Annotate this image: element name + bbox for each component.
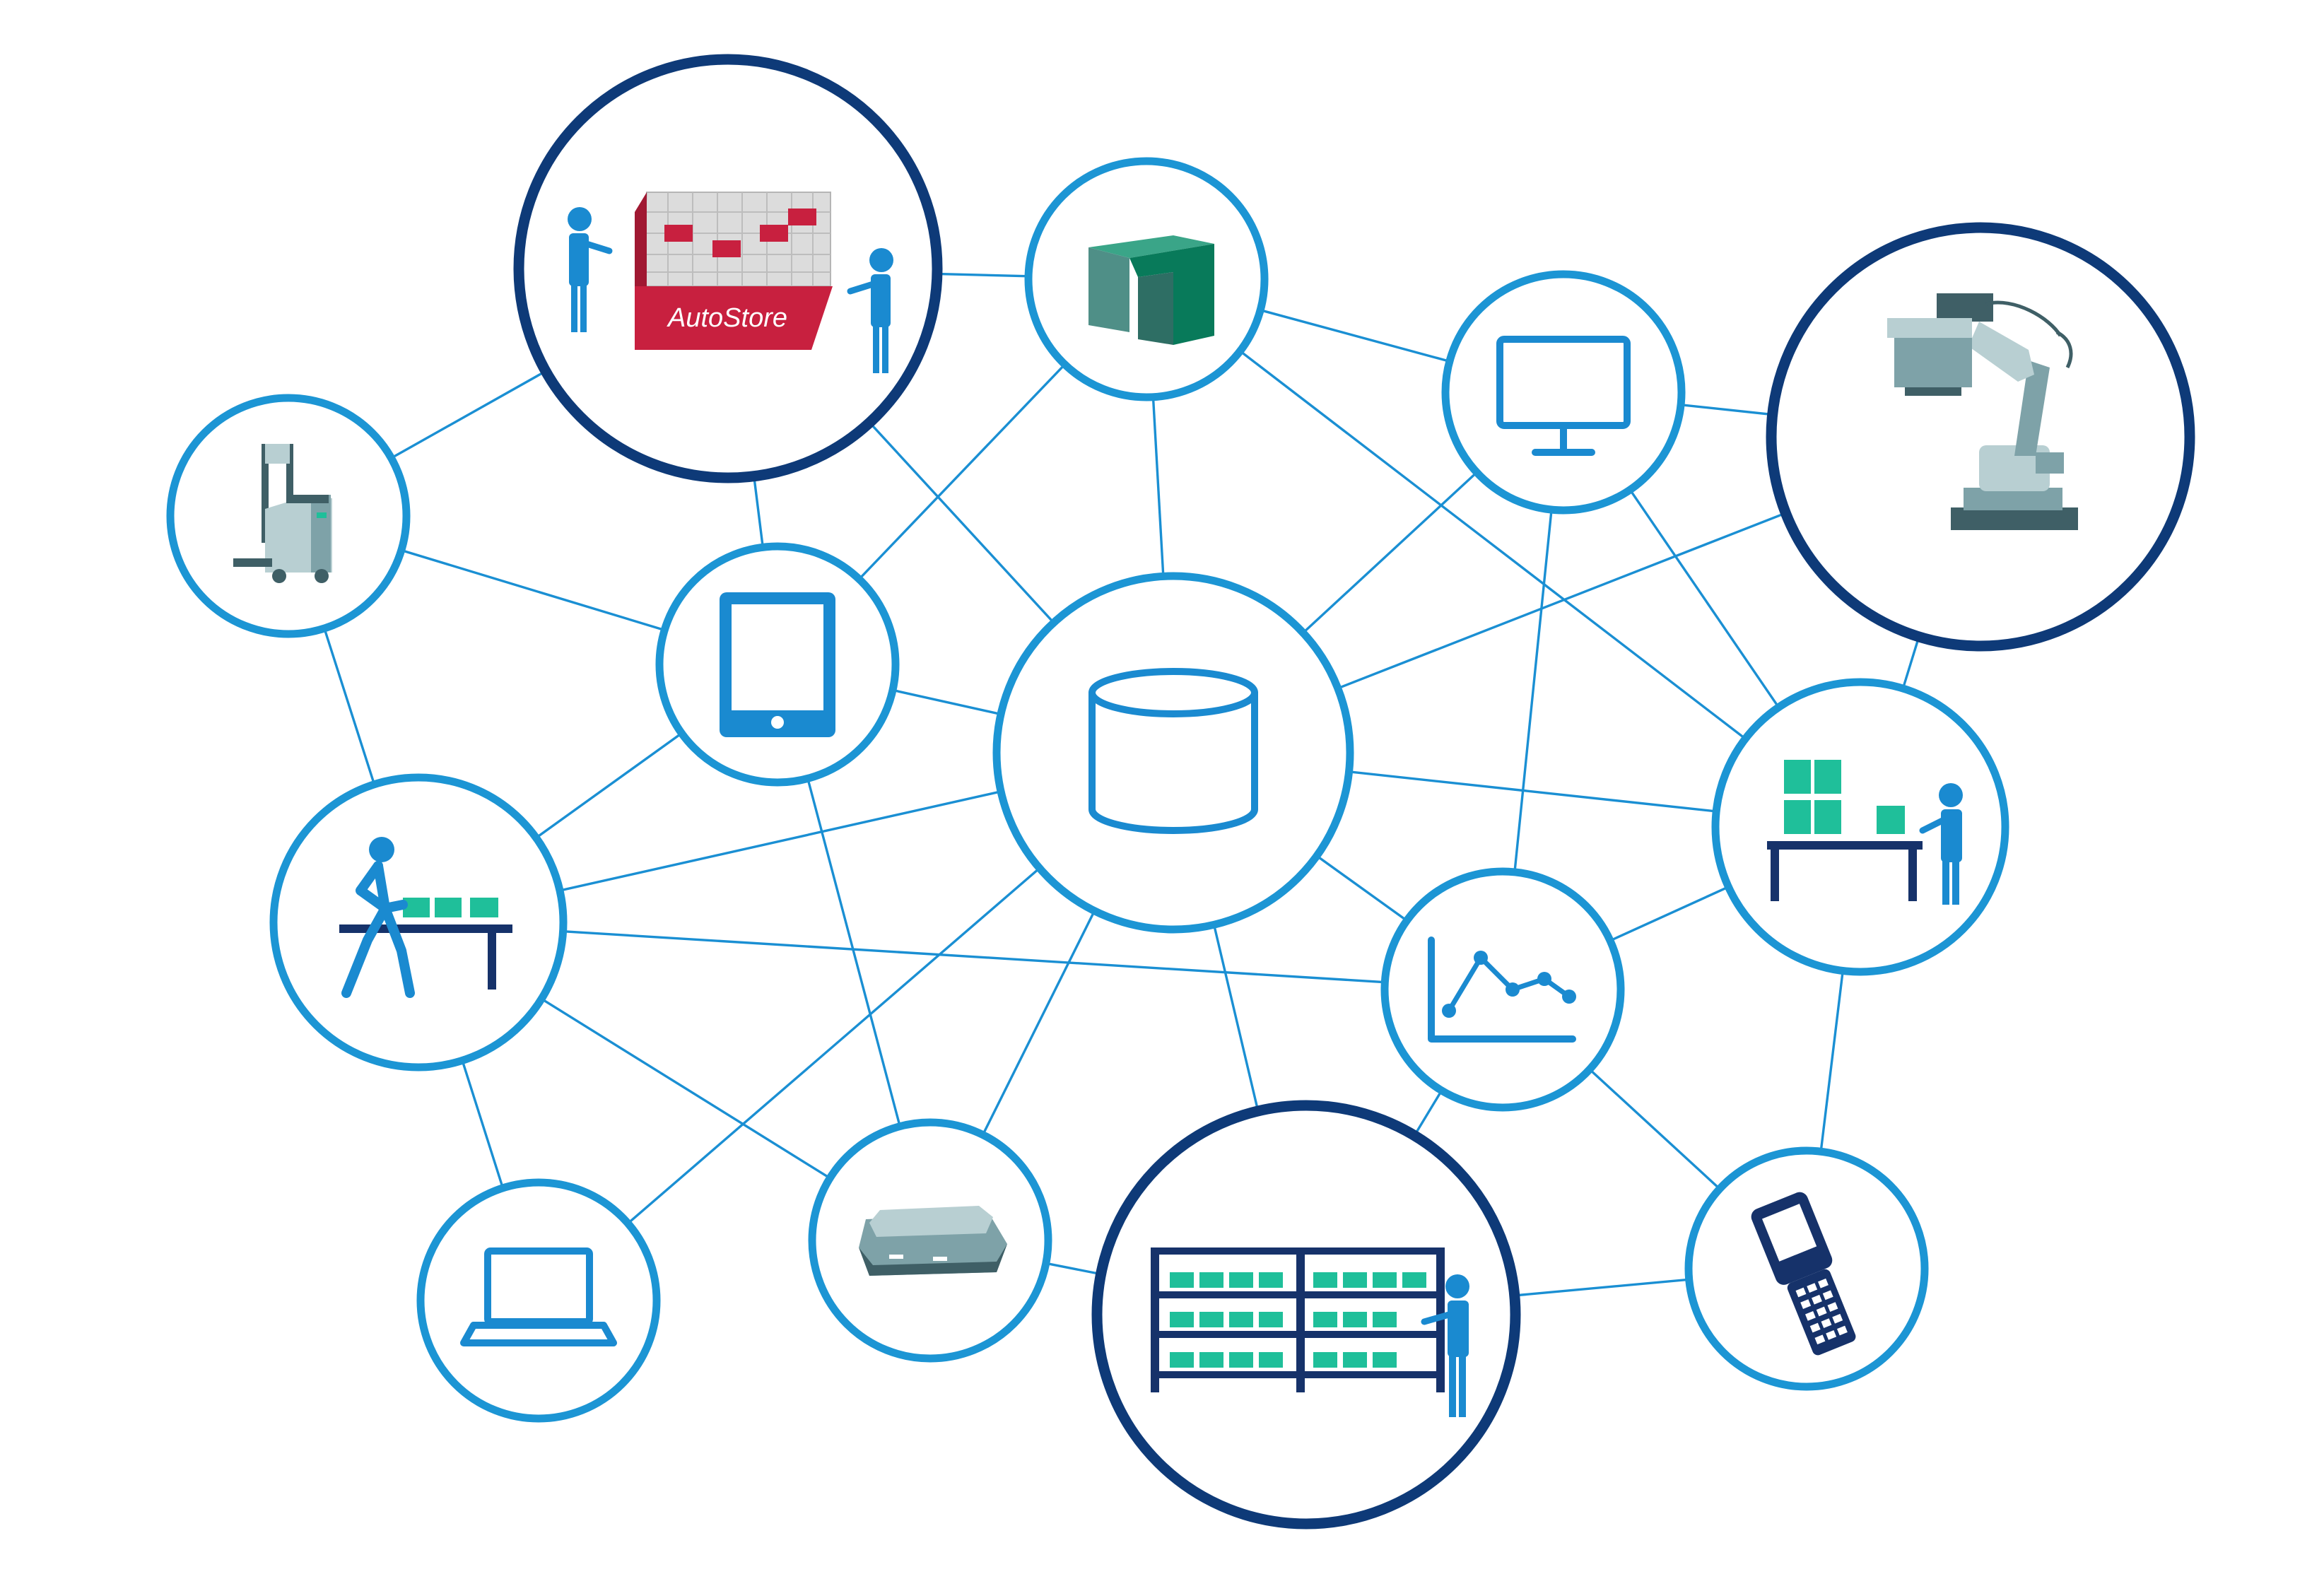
node-tablet[interactable] <box>655 542 900 787</box>
port-station-icon <box>1088 235 1214 345</box>
node-shelving[interactable] <box>1091 1100 1521 1530</box>
node-robot-arm[interactable] <box>1766 222 2195 652</box>
shelving-icon <box>1151 1247 1469 1417</box>
worker-right-icon <box>847 248 893 373</box>
laptop-icon <box>460 1247 617 1346</box>
autostore-grid-icon: AutoStore <box>568 192 893 373</box>
database-icon <box>1088 668 1258 834</box>
node-autostore[interactable]: AutoStore <box>513 54 943 483</box>
node-analytics[interactable] <box>1380 867 1625 1112</box>
node-monitor[interactable] <box>1441 270 1686 515</box>
edge <box>418 921 1503 991</box>
node-database[interactable] <box>992 572 1354 934</box>
robot-arm-icon <box>1887 293 2078 530</box>
monitor-icon <box>1496 336 1631 456</box>
node-scanner[interactable] <box>1684 1146 1929 1391</box>
handheld-scanner-icon <box>1751 1192 1856 1356</box>
autonomous-forklift-icon <box>233 444 332 583</box>
line-chart-icon <box>1428 937 1576 1043</box>
node-picking-table[interactable] <box>1711 678 2009 976</box>
node-worker-table[interactable] <box>269 773 568 1072</box>
node-amr[interactable] <box>808 1118 1052 1363</box>
tablet-icon <box>720 592 835 737</box>
node-port[interactable] <box>1024 157 1269 401</box>
node-laptop[interactable] <box>416 1178 661 1423</box>
edge <box>1145 278 1862 828</box>
worker-packing-icon <box>339 837 512 998</box>
autostore-logo-text: AutoStore <box>667 303 787 333</box>
node-forklift[interactable] <box>166 394 411 638</box>
picking-table-icon <box>1767 760 1963 905</box>
worker-left-icon <box>568 207 613 332</box>
mobile-robot-icon <box>859 1206 1007 1276</box>
